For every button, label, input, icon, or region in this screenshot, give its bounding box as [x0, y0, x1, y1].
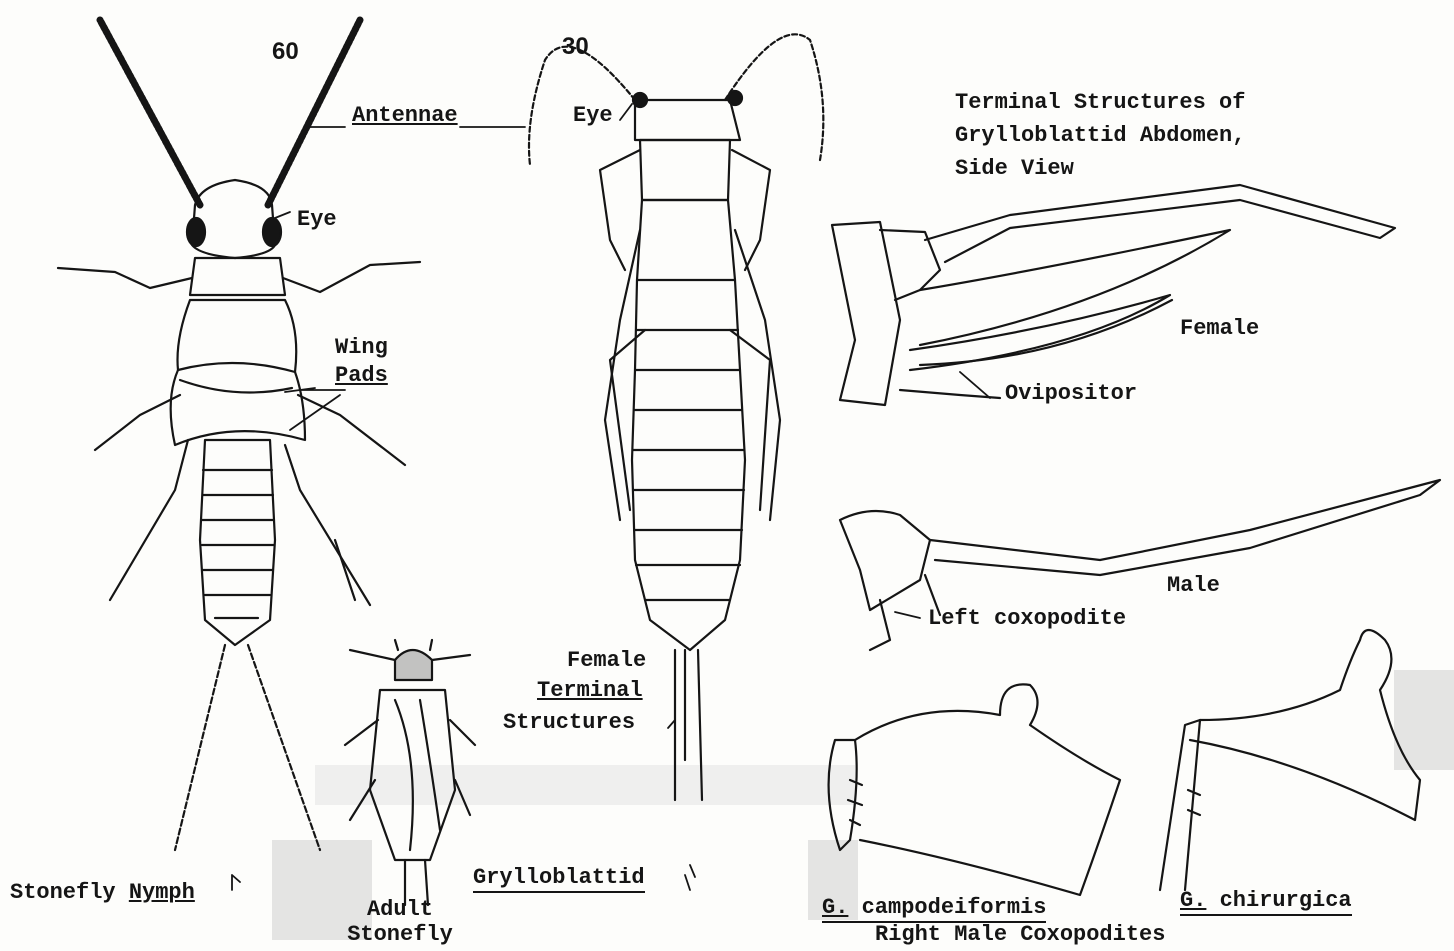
stonefly-nymph-drawing	[58, 20, 420, 850]
terminal-title-line3: Side View	[955, 156, 1074, 182]
genus-g1: G.	[822, 895, 848, 920]
wing-pads-label-line1: Wing	[335, 335, 388, 361]
antennae-label: Antennae	[352, 103, 458, 129]
wing-pads-label-line2: Pads	[335, 363, 388, 389]
campodeiformis-label: G. campodeiformis	[822, 895, 1046, 923]
stonefly-nymph-label: Stonefly Nymph	[10, 880, 195, 906]
figure-number-30: 30	[562, 33, 589, 61]
adult-stonefly-label-line2: Stonefly	[325, 922, 475, 948]
eye-label-nymph: Eye	[297, 207, 337, 233]
grylloblattid-label: Grylloblattid	[473, 865, 645, 893]
terminal-title-line2: Grylloblattid Abdomen,	[955, 123, 1245, 149]
eye-label-grylloblattid: Eye	[573, 103, 613, 129]
campodeiformis-coxopodite-drawing	[829, 684, 1120, 895]
female-terminal-drawing	[832, 185, 1395, 405]
chirurgica-label: G. chirurgica	[1180, 888, 1352, 916]
stonefly-prefix: Stonefly	[10, 880, 129, 905]
female-terminal-label-line2: Terminal	[537, 678, 643, 704]
female-terminal-label-line1: Female	[567, 648, 646, 674]
adult-stonefly-label-line1: Adult	[345, 897, 455, 923]
male-label: Male	[1167, 573, 1220, 599]
female-terminal-label-line3: Structures	[503, 710, 635, 736]
terminal-title-line1: Terminal Structures of	[955, 90, 1245, 116]
ovipositor-label: Ovipositor	[1005, 381, 1137, 407]
genus-g2: G.	[1180, 888, 1206, 913]
figure-number-60: 60	[272, 38, 299, 66]
adult-stonefly-drawing	[345, 640, 475, 905]
left-coxopodite-label: Left coxopodite	[928, 606, 1126, 632]
chirurgica-coxopodite-drawing	[1160, 630, 1420, 890]
species-campodeiformis: campodeiformis	[862, 895, 1047, 920]
female-label: Female	[1180, 316, 1259, 342]
right-male-coxopodites-label: Right Male Coxopodites	[875, 922, 1165, 948]
nymph-word: Nymph	[129, 880, 195, 905]
species-chirurgica: chirurgica	[1220, 888, 1352, 913]
